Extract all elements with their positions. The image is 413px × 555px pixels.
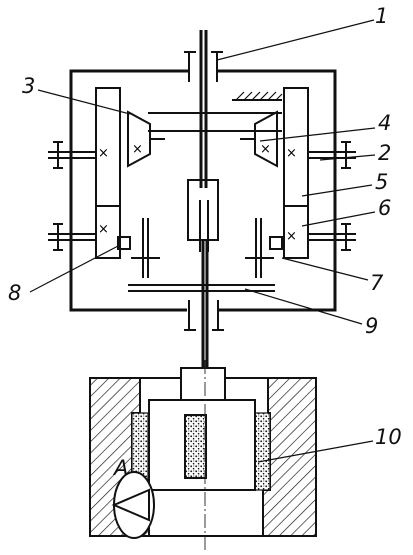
svg-text:×: × [286,146,297,161]
leader-lines [29,19,376,463]
svg-text:×: × [98,222,109,237]
mixing-vessel: A [89,360,317,552]
callout-10: 10 [375,425,402,449]
callout-6: 6 [378,196,391,220]
rotor-hub [180,367,226,401]
callout-labels: 1 2 3 4 5 6 7 8 9 10 [8,4,402,449]
callout-1: 1 [375,4,388,28]
svg-text:×: × [132,142,143,157]
vessel-wall-right [262,377,317,537]
bevel-gear-right: × [240,110,278,168]
callout-2: 2 [378,141,391,165]
svg-text:×: × [98,146,109,161]
carrier-arm [148,112,282,132]
svg-text:×: × [286,229,297,244]
callout-4: 4 [378,111,391,135]
callout-5: 5 [375,170,388,194]
granular-layer-right [254,412,271,491]
svg-text:×: × [260,142,271,157]
point-a-label: A [112,456,128,480]
right-gear-stack: × × [283,87,356,259]
callout-9: 9 [365,314,378,338]
pinion-right [245,218,283,278]
main-shaft [184,30,224,370]
callout-7: 7 [370,271,384,295]
pinion-left [117,218,160,278]
callout-8: 8 [8,281,21,305]
rotor-core [184,414,207,479]
callout-3: 3 [22,74,35,98]
bevel-gear-left: × [127,110,165,168]
left-gear-stack: × × [48,87,121,259]
